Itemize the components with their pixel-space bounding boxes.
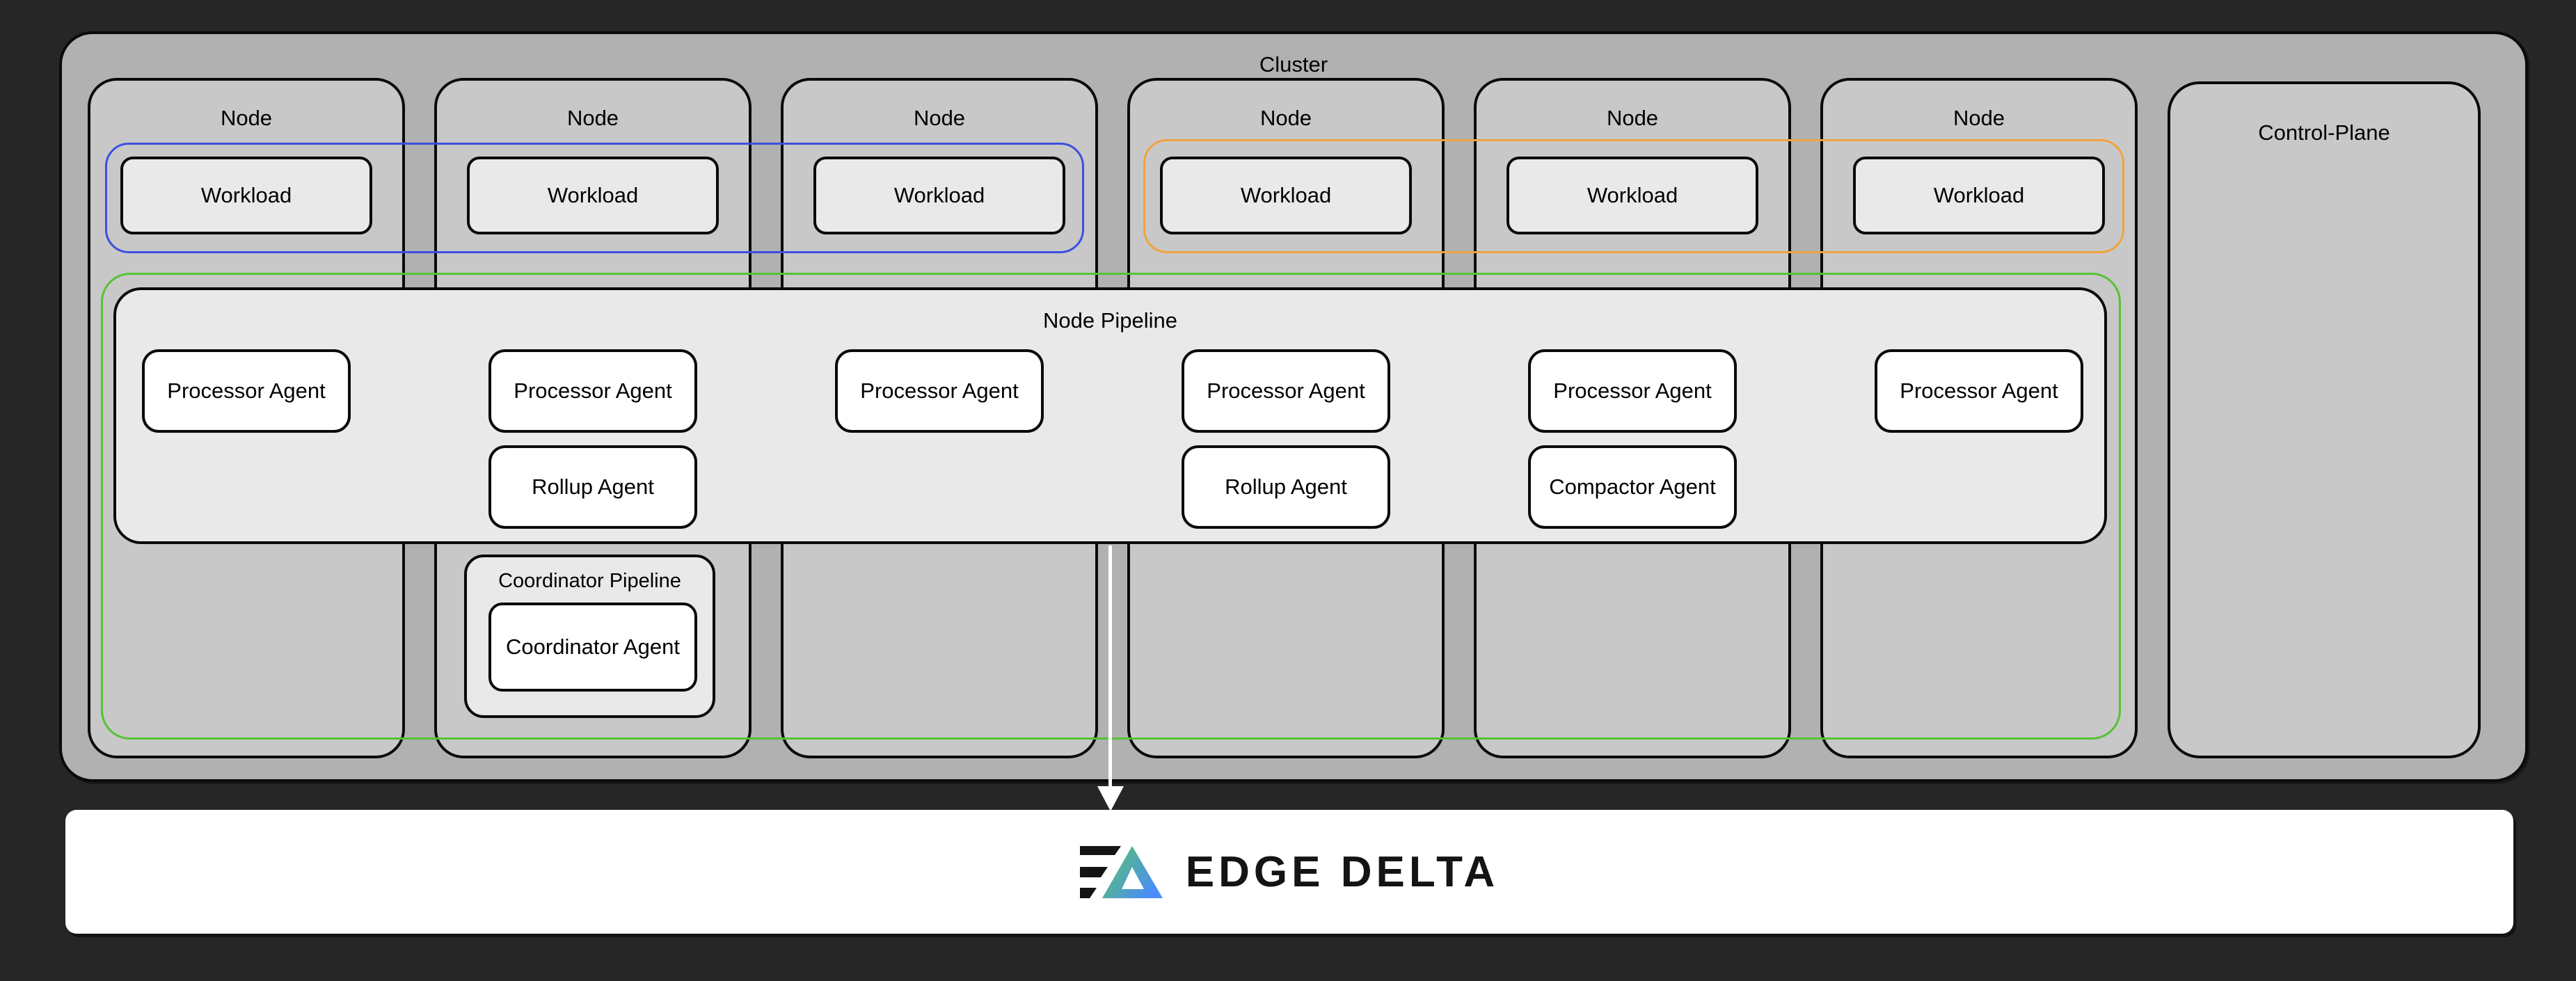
coordinator-agent-box: Coordinator Agent [488, 603, 697, 692]
workload-box: Workload [120, 157, 372, 234]
edge-delta-wordmark: EDGE DELTA [1185, 847, 1500, 896]
workload-box: Workload [1853, 157, 2105, 234]
control-plane-box: Control-Plane [2168, 81, 2481, 758]
node-label: Node [1259, 106, 1312, 130]
processor-agent-box-5: Processor Agent [1528, 349, 1737, 433]
processor-agent-box-4: Processor Agent [1182, 349, 1390, 433]
edge-delta-triangle-icon [1079, 845, 1163, 898]
node-pipeline-band: Node Pipeline [113, 287, 2107, 544]
workload-box: Workload [1506, 157, 1758, 234]
rollup-agent-box-1: Rollup Agent [488, 445, 697, 529]
compactor-agent-box: Compactor Agent [1528, 445, 1737, 529]
node-pipeline-label: Node Pipeline [1042, 308, 1178, 333]
processor-agent-box-1: Processor Agent [142, 349, 351, 433]
footer-bar: EDGE DELTA [65, 810, 2513, 934]
node-label: Node [1953, 106, 2005, 130]
flow-arrow-head-icon [1097, 786, 1124, 811]
workload-box: Workload [1160, 157, 1412, 234]
processor-agent-box-3: Processor Agent [835, 349, 1044, 433]
node-label: Node [220, 106, 273, 130]
processor-agent-box-6: Processor Agent [1875, 349, 2083, 433]
workload-box: Workload [467, 157, 719, 234]
workload-box: Workload [813, 157, 1065, 234]
node-label: Node [913, 106, 966, 130]
node-label: Node [566, 106, 619, 130]
node-label: Node [1606, 106, 1659, 130]
flow-arrow-line [1108, 545, 1112, 789]
control-plane-label: Control-Plane [2258, 120, 2390, 145]
rollup-agent-box-2: Rollup Agent [1182, 445, 1390, 529]
processor-agent-box-2: Processor Agent [488, 349, 697, 433]
coordinator-pipeline-label: Coordinator Pipeline [498, 570, 681, 592]
cluster-label: Cluster [1259, 52, 1328, 77]
